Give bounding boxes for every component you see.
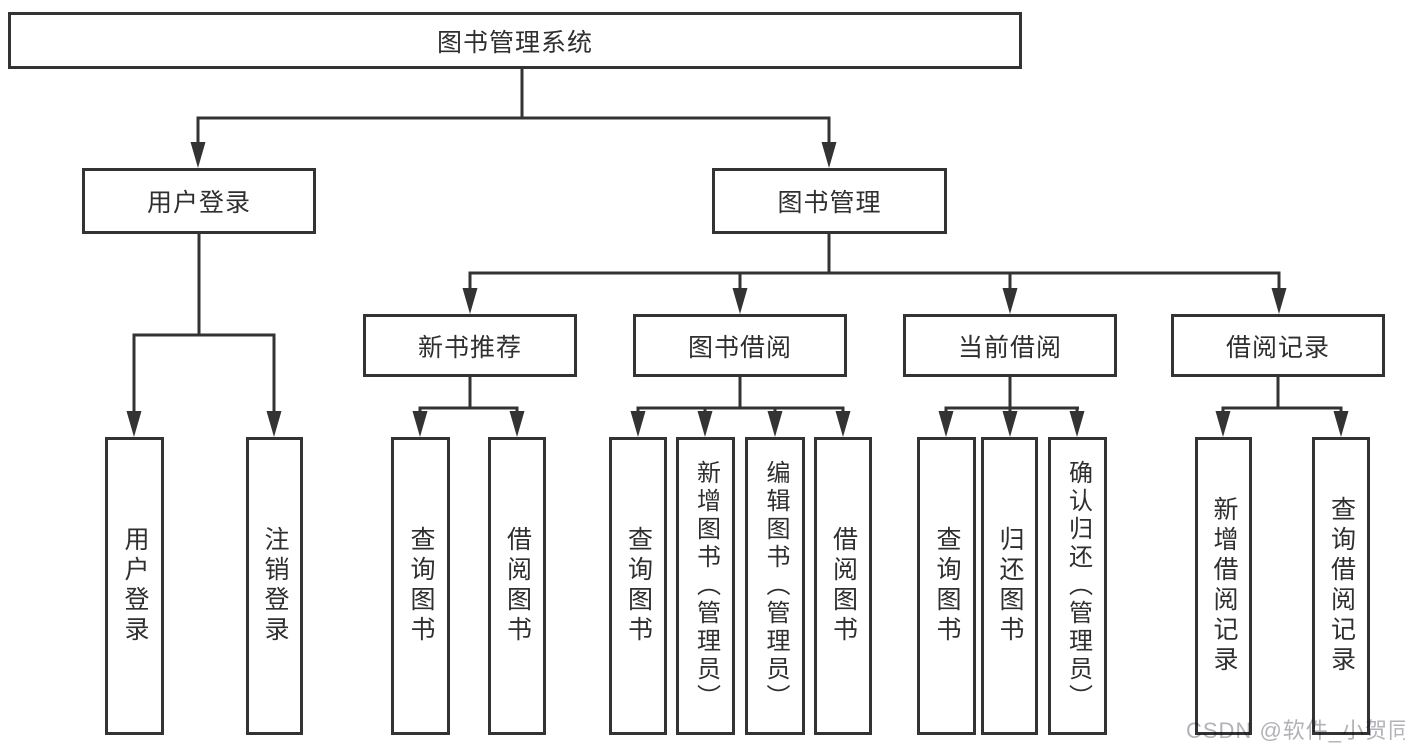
leaf-cb-confirm-return-admin: 确认归还（管理员）	[1048, 437, 1107, 735]
leaf-bb-query-books: 查询图书	[609, 437, 667, 735]
leaf-nbr-query-books: 查询图书	[391, 437, 450, 735]
edge-root-to-level2	[190, 69, 837, 168]
leaf-nbr-borrow-books: 借阅图书	[488, 437, 546, 735]
leaf-user-login: 用户登录	[105, 437, 164, 735]
leaf-label: 编辑图书（管理员）	[762, 460, 789, 712]
node-current-borrow: 当前借阅	[903, 314, 1117, 377]
leaf-label: 查询图书	[407, 526, 435, 646]
node-root: 图书管理系统	[8, 12, 1022, 69]
leaf-cb-return-books: 归还图书	[981, 437, 1038, 735]
leaf-cb-query-books: 查询图书	[917, 437, 976, 735]
node-borrow-records: 借阅记录	[1171, 314, 1385, 377]
csdn-watermark: CSDN @软件_小贺同学	[1186, 718, 1405, 743]
edge-current-borrow-to-leaves	[938, 377, 1085, 437]
leaf-label: 借阅图书	[503, 526, 532, 646]
edge-book-borrow-to-leaves	[630, 377, 851, 437]
leaf-br-query-record: 查询借阅记录	[1312, 437, 1370, 735]
leaf-label: 确认归还（管理员）	[1064, 460, 1092, 712]
leaf-label: 新增图书（管理员）	[692, 460, 720, 712]
leaf-bb-borrow-books: 借阅图书	[814, 437, 872, 735]
leaf-label: 查询图书	[624, 526, 653, 646]
edge-book-management-to-sections	[462, 234, 1287, 314]
leaf-label: 新增借阅记录	[1210, 496, 1238, 676]
node-new-book-recommend: 新书推荐	[363, 314, 577, 377]
node-book-management: 图书管理	[712, 168, 947, 234]
node-user-login: 用户登录	[82, 168, 316, 234]
leaf-label: 归还图书	[996, 526, 1024, 646]
leaf-label: 查询图书	[933, 526, 961, 646]
edge-borrow-records-to-leaves	[1215, 377, 1349, 437]
node-book-borrow: 图书借阅	[633, 314, 847, 377]
leaf-bb-add-books-admin: 新增图书（管理员）	[676, 437, 735, 735]
leaf-label: 借阅图书	[829, 526, 858, 646]
edge-user-login-to-leaves	[126, 234, 282, 437]
leaf-br-add-record: 新增借阅记录	[1195, 437, 1252, 735]
leaf-label: 查询借阅记录	[1327, 496, 1356, 676]
leaf-logout: 注销登录	[246, 437, 303, 735]
leaf-label: 注销登录	[261, 526, 289, 646]
edge-new-book-recommend-to-leaves	[412, 377, 525, 437]
leaf-bb-edit-books-admin: 编辑图书（管理员）	[745, 437, 805, 735]
leaf-label: 用户登录	[121, 526, 149, 646]
